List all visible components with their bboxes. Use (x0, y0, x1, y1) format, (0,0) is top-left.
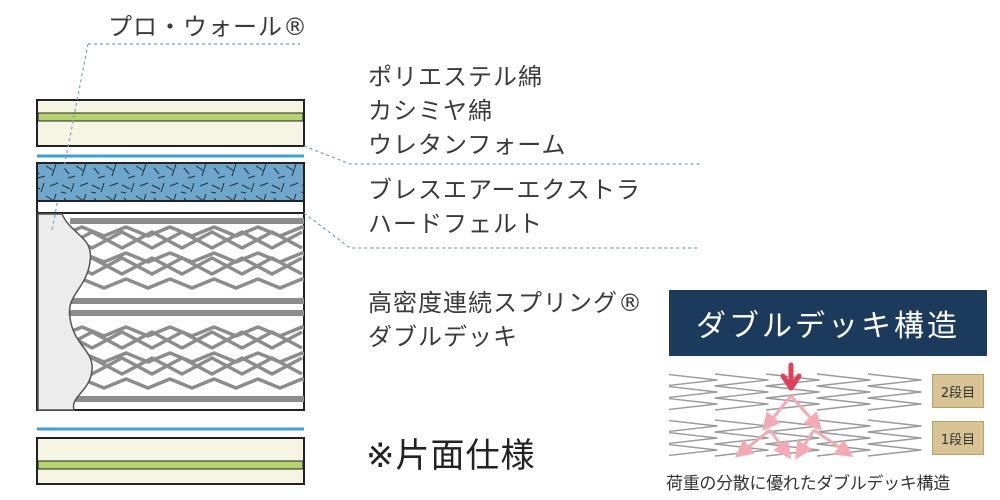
hard-felt-layer (36, 200, 305, 214)
double-deck-spring-illustration (669, 373, 922, 460)
spec-note: ※片面仕様 (366, 436, 536, 476)
brand-label: プロ・ウォール® (108, 13, 308, 41)
load-arrow-icon (780, 362, 802, 391)
support-layer-label: ブレスエアーエクストラ (368, 176, 641, 204)
comfort-leader-line (303, 145, 700, 165)
breathair-fiber-texture (37, 163, 304, 201)
spring-labels: 高密度連続スプリング® ダブルデッキ (368, 286, 643, 354)
double-deck-caption: 荷重の分散に優れたダブルデッキ構造 (666, 474, 950, 494)
tier-upper-tag: 2段目 (932, 374, 984, 408)
top-comfort-pad (36, 99, 305, 147)
bottom-pad (36, 437, 305, 485)
double-deck-banner: ダブルデッキ構造 (669, 290, 987, 356)
tier-lower-tag: 1段目 (932, 421, 984, 455)
comfort-layer-label: ポリエステル綿 (368, 63, 543, 91)
comfort-layer-labels: ポリエステル綿 カシミヤ綿 ウレタンフォーム (368, 60, 567, 162)
spring-coils (70, 218, 304, 402)
support-layer-label: ハードフェルト (368, 210, 543, 238)
support-leader-line (303, 212, 700, 249)
edge-support-wall (37, 213, 93, 411)
comfort-layer-label: カシミヤ綿 (368, 97, 493, 125)
brand-pointer-line (51, 43, 89, 231)
comfort-layer-label: ウレタンフォーム (368, 131, 567, 159)
spring-label: ダブルデッキ (368, 323, 518, 351)
spring-label: 高密度連続スプリング® (368, 289, 643, 317)
support-layer-labels: ブレスエアーエクストラ ハードフェルト (368, 173, 641, 241)
